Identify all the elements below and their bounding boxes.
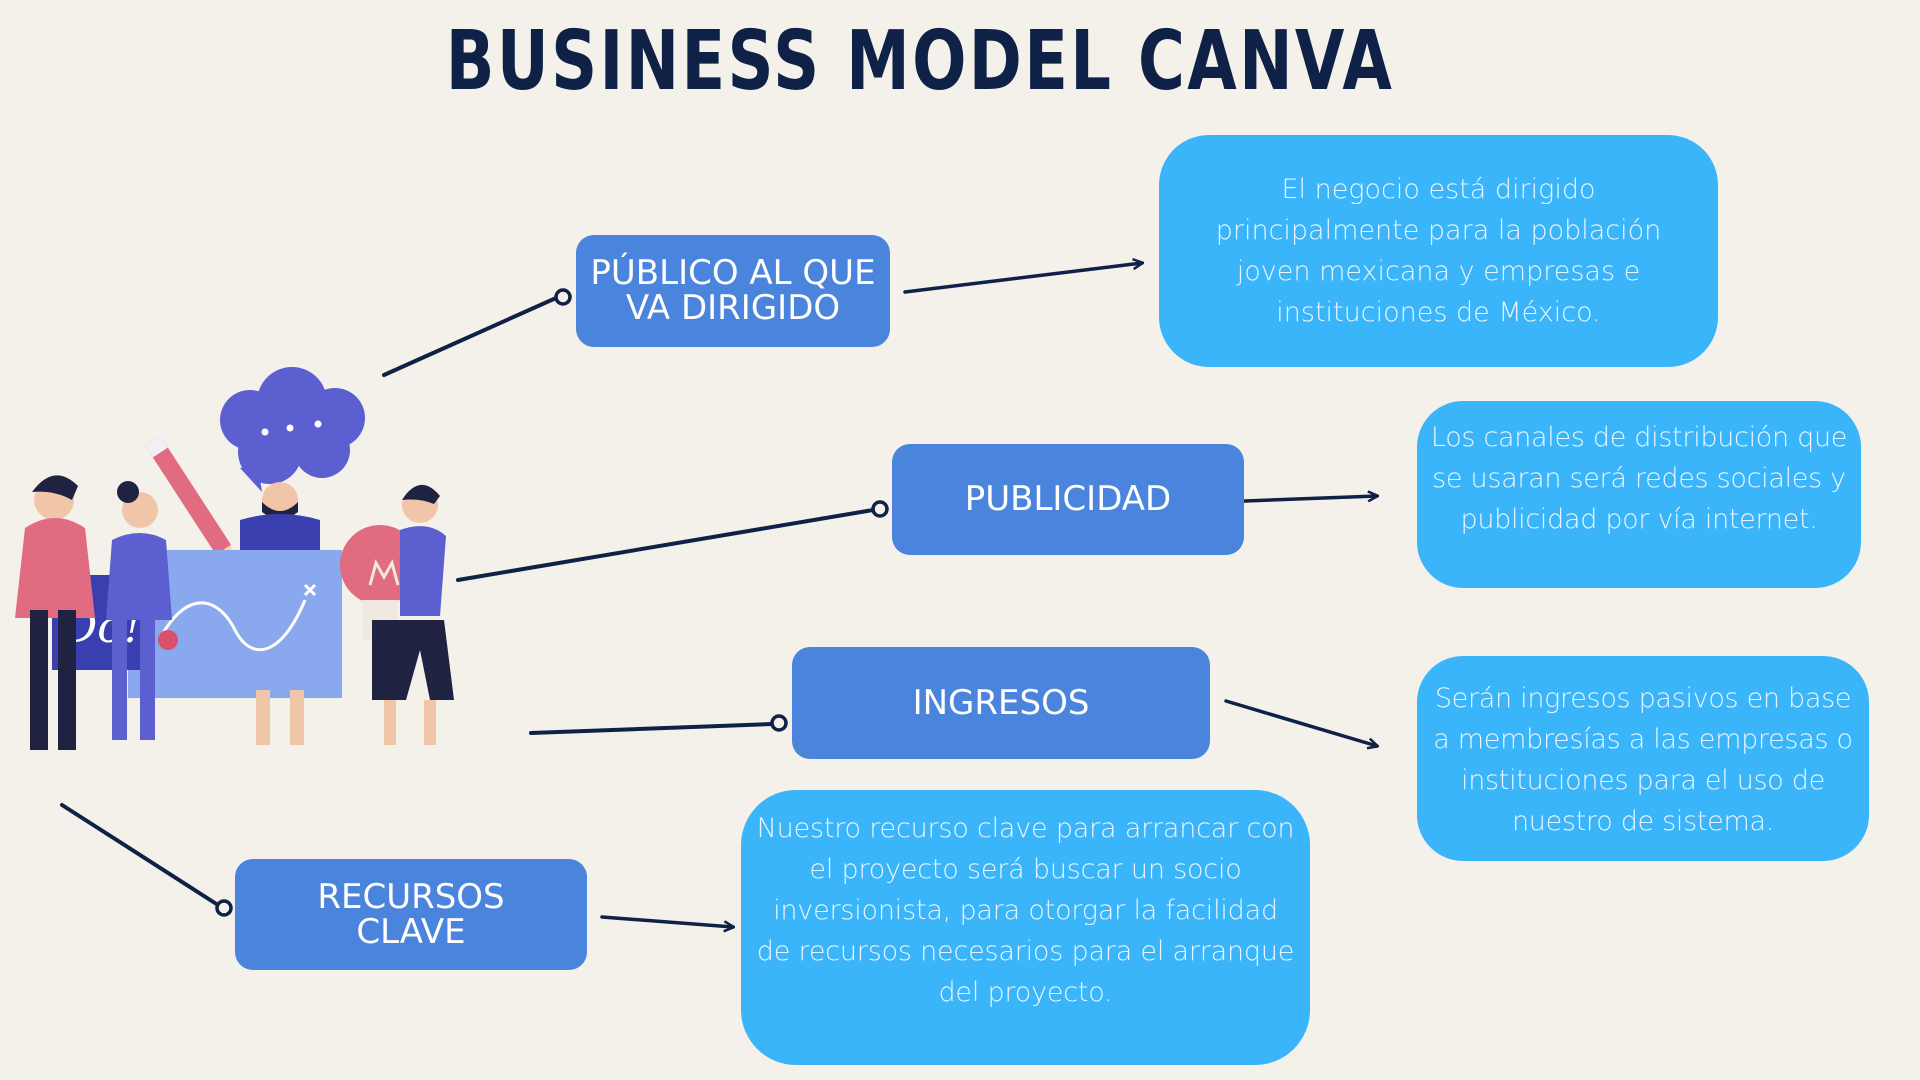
connector-recursos [60,803,220,907]
arrow-recursos [600,915,733,927]
description-publico: El negocio está dirigido principalmente … [1159,135,1718,367]
page-title: BUSINESS MODEL CANVA [445,14,1395,109]
description-ingresos: Serán ingresos pasivos en base a membres… [1417,656,1869,861]
arrow-ingresos [1224,699,1377,746]
description-recursos: Nuestro recurso clave para arrancar con … [741,790,1310,1065]
node-publicidad: PUBLICIDAD [892,444,1244,555]
team-illustration: Do! [15,367,454,750]
person-icon [240,482,320,745]
arrow-publico [903,263,1142,294]
speech-cloud-icon [220,367,365,492]
connector-dot-publicidad [871,500,889,518]
person-icon [372,484,454,745]
connector-dot-recursos [215,899,233,917]
connector-dot-publico [554,288,572,306]
description-publicidad: Los canales de distribución que se usara… [1417,401,1861,588]
connector-publicidad [456,508,875,582]
node-recursos: RECURSOS CLAVE [235,859,587,970]
connector-publico [382,296,558,377]
person-icon [106,481,172,740]
connector-ingresos [529,722,774,735]
connector-dot-ingresos [770,714,788,732]
node-publico: PÚBLICO AL QUE VA DIRIGIDO [576,235,890,347]
node-ingresos: INGRESOS [792,647,1210,759]
arrow-publicidad [1243,496,1377,503]
person-icon [15,475,95,750]
